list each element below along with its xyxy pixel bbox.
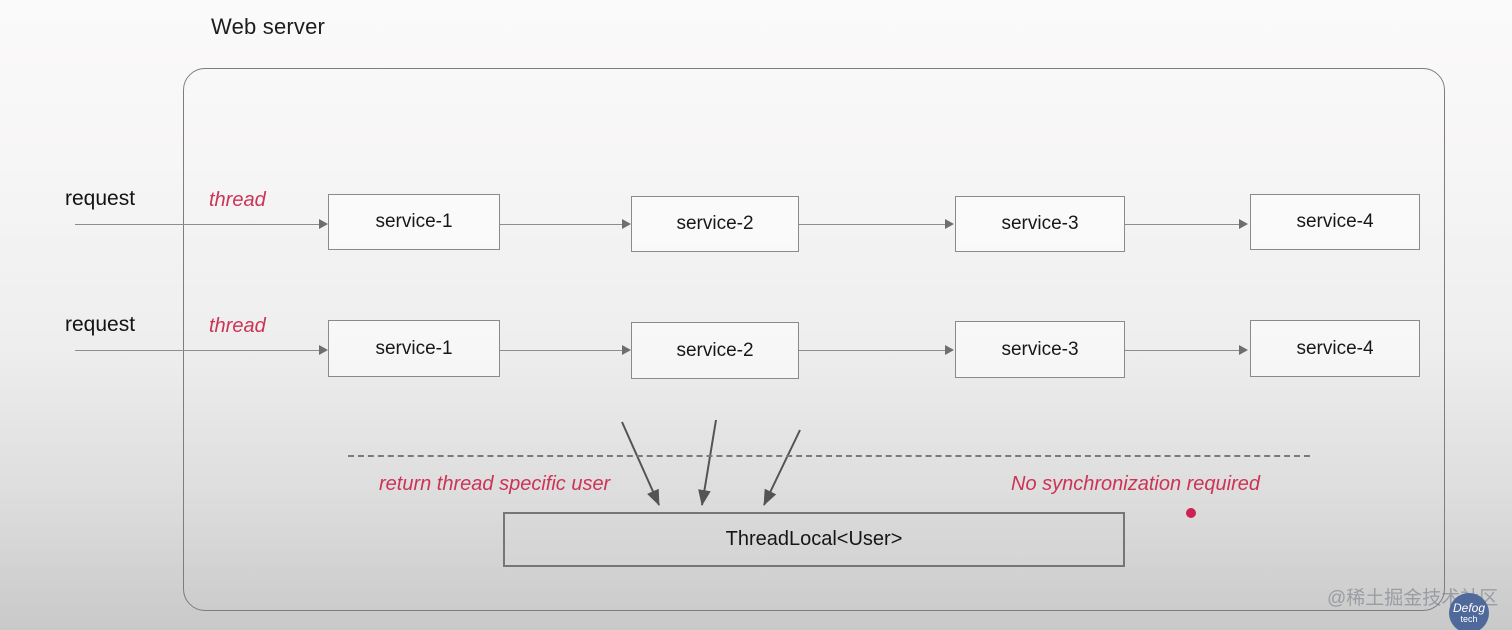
- service-label: service-2: [676, 339, 754, 361]
- defog-tech-logo: Defog tech: [1449, 593, 1489, 630]
- service-label: service-2: [676, 213, 754, 234]
- service-box-row2-4[interactable]: service-4: [1250, 320, 1420, 377]
- request-line-row2: [75, 350, 321, 352]
- service-label: service-4: [1296, 337, 1374, 359]
- web-server-title: Web server: [211, 14, 326, 39]
- connector-arrowhead-row1-2-3: [945, 219, 954, 229]
- request-line-row1: [75, 224, 321, 226]
- request-arrowhead-row1: [319, 219, 328, 229]
- connector-row2-3-4: [1125, 350, 1241, 352]
- request-label-row1: request: [65, 187, 136, 210]
- connector-arrowhead-row2-3-4: [1239, 345, 1248, 355]
- dashed-divider: [348, 455, 1310, 457]
- thread-label-row1: thread: [209, 189, 266, 211]
- connector-row2-2-3: [799, 350, 947, 352]
- connector-arrowhead-row2-1-2: [622, 345, 631, 355]
- service-box-row2-3[interactable]: service-3: [955, 321, 1125, 378]
- service-box-row2-1[interactable]: service-1: [328, 320, 500, 377]
- connector-arrowhead-row1-1-2: [622, 219, 631, 229]
- threadlocal-label: ThreadLocal<User>: [725, 528, 903, 550]
- service-label: service-4: [1296, 211, 1374, 232]
- service-label: service-3: [1001, 338, 1079, 360]
- connector-arrowhead-row1-3-4: [1239, 219, 1248, 229]
- service-box-row1-3[interactable]: service-3: [955, 196, 1125, 252]
- web-server-container: [183, 68, 1445, 611]
- service-box-row1-2[interactable]: service-2: [631, 196, 799, 252]
- service-label: service-3: [1001, 213, 1079, 234]
- thread-label-row2: thread: [209, 315, 266, 337]
- service-label: service-1: [375, 211, 453, 232]
- note-no-synchronization-required: No synchronization required: [1011, 473, 1261, 495]
- connector-arrowhead-row2-2-3: [945, 345, 954, 355]
- threadlocal-store-box[interactable]: ThreadLocal<User>: [503, 512, 1125, 567]
- service-box-row1-4[interactable]: service-4: [1250, 194, 1420, 250]
- request-arrowhead-row2: [319, 345, 328, 355]
- defog-logo-line2: tech: [1460, 613, 1478, 624]
- service-label: service-1: [375, 337, 453, 359]
- connector-row1-3-4: [1125, 224, 1241, 226]
- connector-row1-1-2: [500, 224, 624, 226]
- note-return-thread-specific-user: return thread specific user: [379, 473, 611, 495]
- service-box-row1-1[interactable]: service-1: [328, 194, 500, 250]
- request-label-row2: request: [65, 313, 136, 336]
- red-dot-marker: [1186, 508, 1196, 518]
- connector-row2-1-2: [500, 350, 624, 352]
- connector-row1-2-3: [799, 224, 947, 226]
- service-box-row2-2[interactable]: service-2: [631, 322, 799, 379]
- defog-logo-line1: Defog: [1452, 600, 1486, 615]
